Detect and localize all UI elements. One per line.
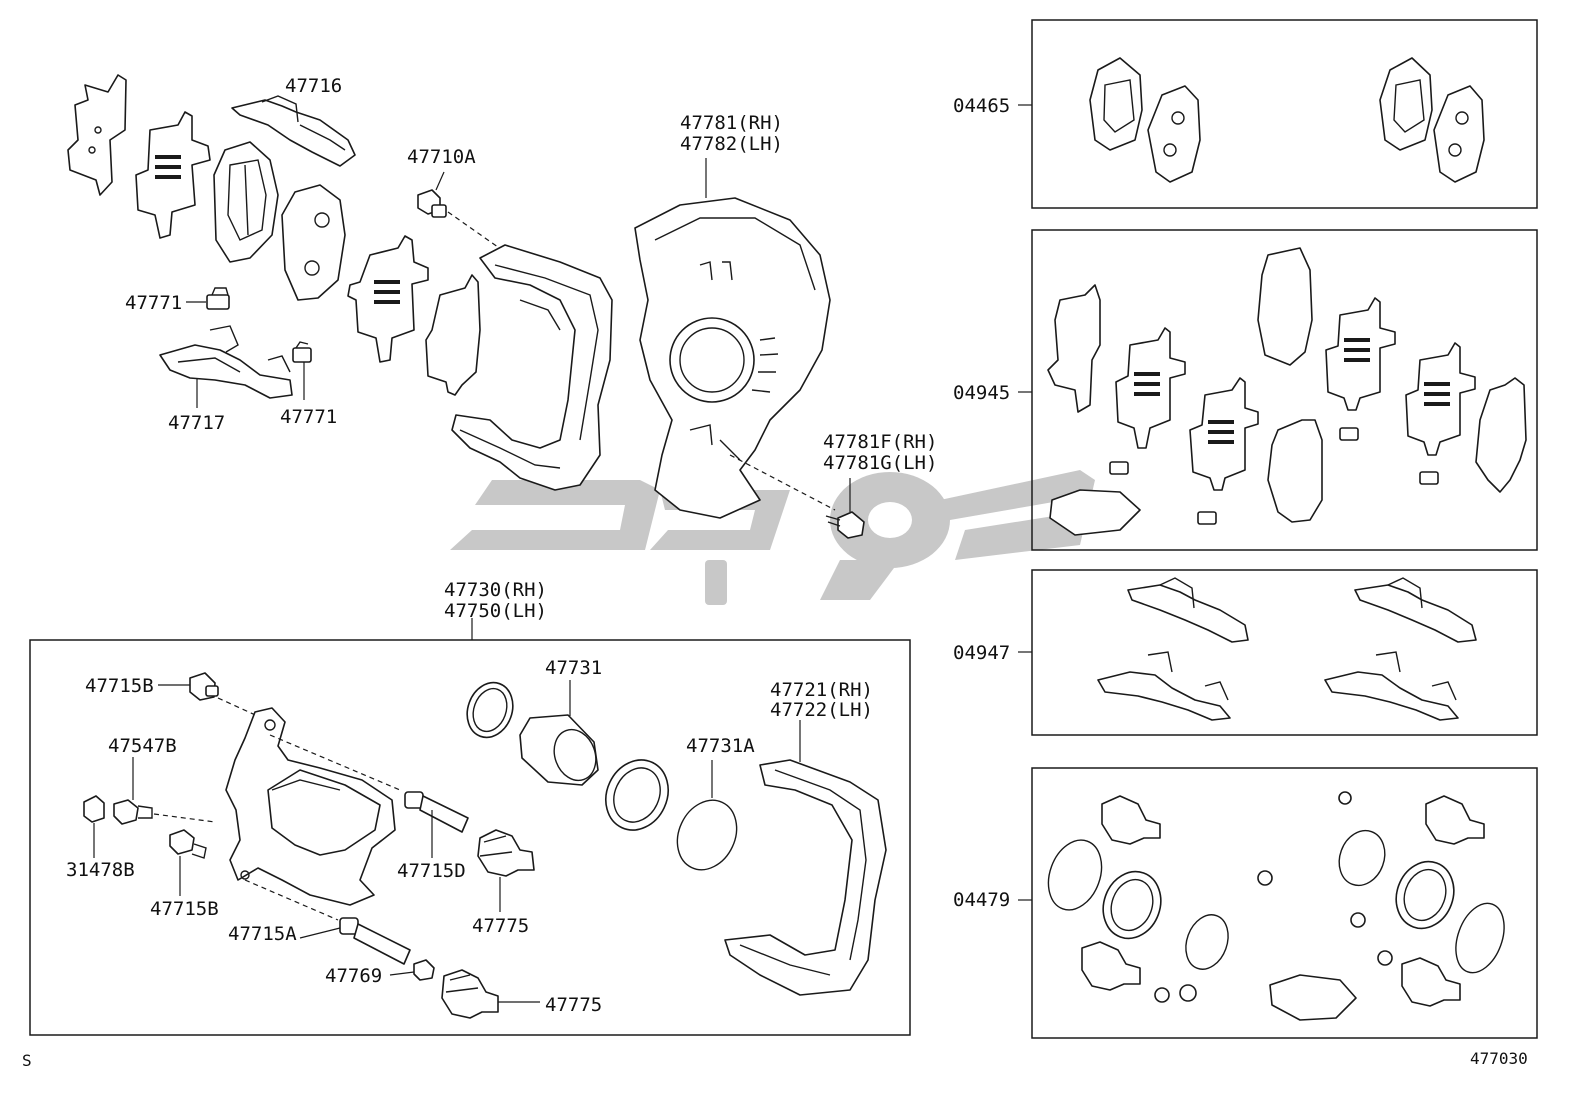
piston-47731	[519, 714, 599, 786]
anti-squeal-shim-47717	[159, 325, 293, 399]
bushing-47769	[413, 959, 435, 981]
label-47722-lh: 47722(LH)	[770, 699, 873, 721]
piston-seal-ring-47731A	[676, 799, 738, 871]
label-47775-mid: 47775	[472, 915, 529, 937]
label-04945: 04945	[953, 382, 1010, 404]
bleeder-47715B-lower	[169, 829, 207, 859]
slide-pin-47715D	[404, 791, 469, 833]
kit-box-04947	[1031, 569, 1538, 736]
brake-pad-inner	[281, 184, 346, 301]
shim-plate-3	[425, 274, 481, 396]
label-47781-rh: 47781(RH)	[680, 112, 783, 134]
label-47715A: 47715A	[228, 923, 297, 945]
boot-47775-upper	[477, 829, 535, 877]
label-47750-lh: 47750(LH)	[444, 600, 547, 622]
bleeder-plug-47715B	[189, 672, 219, 701]
watermark-logo	[450, 470, 1095, 605]
label-47731A: 47731A	[686, 735, 755, 757]
label-47782-lh: 47782(LH)	[680, 133, 783, 155]
clip-47716	[231, 95, 356, 167]
label-47715D: 47715D	[397, 860, 466, 882]
boot-47775-lower	[441, 969, 499, 1019]
kit-box-04465	[1031, 19, 1538, 209]
bleeder-plug-47547B	[113, 799, 153, 825]
shim-kit-04945	[1047, 247, 1527, 536]
anti-rattle-clip-47771-a	[206, 287, 230, 310]
slide-pin-47715A	[339, 917, 411, 965]
disc-brake-dust-cover	[634, 197, 831, 519]
label-47731: 47731	[545, 657, 602, 679]
label-47771-a: 47771	[125, 292, 182, 314]
label-47721-rh: 47721(RH)	[770, 679, 873, 701]
label-47710A: 47710A	[407, 146, 476, 168]
anti-rattle-clip-47771-b	[292, 341, 312, 363]
corner-mark: S	[22, 1051, 32, 1070]
brake-pad-outer	[213, 141, 279, 263]
seal-kit-04479	[1047, 791, 1505, 1021]
caliper-mounting-bracket	[451, 244, 613, 491]
dust-cover-bolt-47781F	[825, 511, 865, 539]
label-47781F-rh: 47781F(RH)	[823, 431, 937, 453]
label-47716: 47716	[285, 75, 342, 97]
caliper-cylinder-body	[225, 707, 396, 906]
label-47730-rh: 47730(RH)	[444, 579, 547, 601]
label-31478B: 31478B	[66, 859, 135, 881]
figure-id: 477030	[1470, 1049, 1528, 1068]
label-47771-b: 47771	[280, 406, 337, 428]
label-47715B-bottom: 47715B	[150, 898, 219, 920]
label-47775-bottom: 47775	[545, 994, 602, 1016]
shim-inner-plate	[135, 111, 211, 239]
label-47717: 47717	[168, 412, 225, 434]
pad-kit-04465-left	[1089, 57, 1201, 183]
label-47715B-top: 47715B	[85, 675, 154, 697]
label-04479: 04479	[953, 889, 1010, 911]
label-47547B: 47547B	[108, 735, 177, 757]
caliper-bracket-47721	[724, 759, 887, 996]
cap-31478B	[83, 795, 105, 823]
kit-box-04945	[1031, 229, 1538, 551]
label-04947: 04947	[953, 642, 1010, 664]
shim-outer-47716	[67, 74, 127, 196]
piston-seal-47731A-outer	[605, 759, 669, 831]
label-47781G-lh: 47781G(LH)	[823, 452, 937, 474]
label-47769: 47769	[325, 965, 382, 987]
kit-box-04479	[1031, 767, 1538, 1039]
bolt-47710A	[417, 189, 447, 218]
clip-kit-04947	[1097, 577, 1477, 721]
shim-plate-2	[347, 235, 429, 363]
caliper-assembly-box	[29, 639, 911, 1036]
label-04465: 04465	[953, 95, 1010, 117]
seal-ring-47731-set	[466, 681, 514, 739]
pad-kit-04465-right	[1379, 57, 1485, 183]
